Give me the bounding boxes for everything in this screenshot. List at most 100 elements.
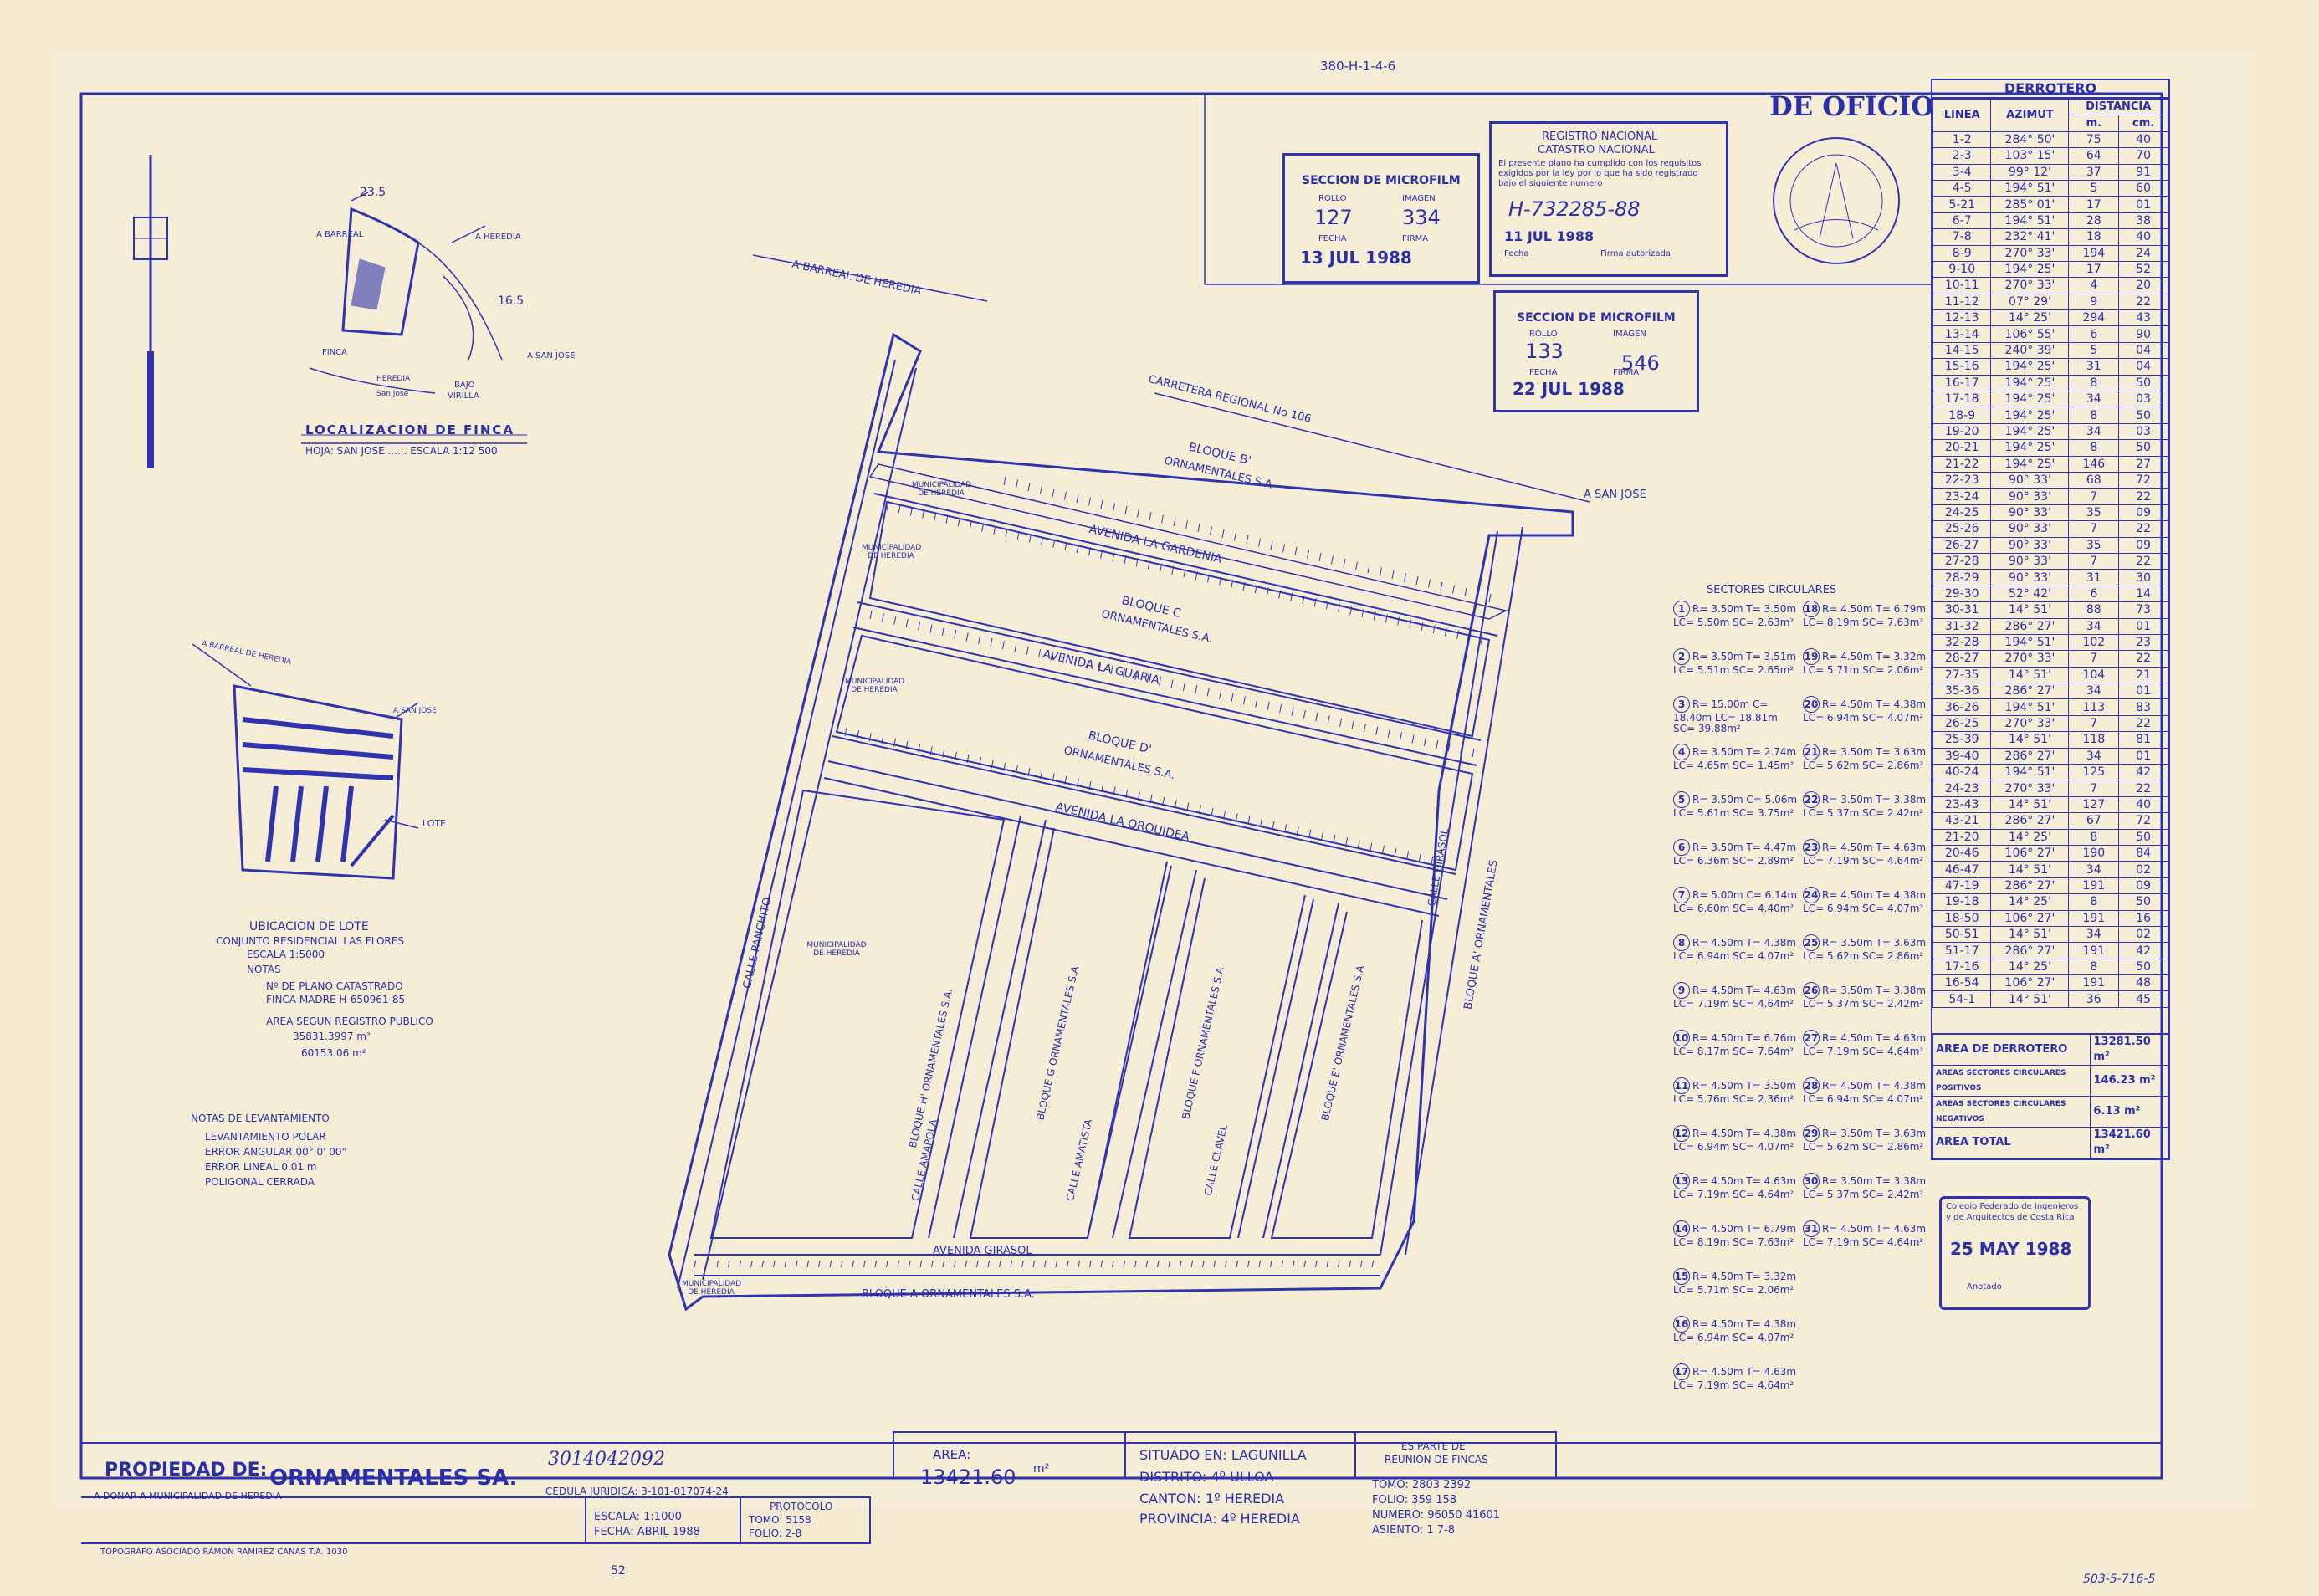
lot-tick (1351, 720, 1354, 730)
lot-tick (1206, 688, 1210, 697)
lot-tick (1373, 611, 1376, 621)
lot-tick (1124, 555, 1127, 565)
lot-tick (1014, 643, 1017, 652)
street-girasol: AVENIDA GIRASOL (933, 1245, 1032, 1257)
lot-tick (1206, 574, 1210, 583)
lot-tick (1472, 748, 1475, 758)
lot-tick (1338, 1260, 1340, 1268)
lot-tick (1343, 558, 1346, 568)
lot-tick (1112, 552, 1115, 561)
lot-tick (1282, 544, 1285, 553)
lot-tick (1375, 726, 1379, 735)
lot-tick (1003, 476, 1006, 486)
provincia: PROVINCIA: 4º HEREDIA (1139, 1511, 1300, 1527)
lot-tick (999, 1260, 1001, 1268)
lot-tick (929, 746, 933, 755)
cedula-handwritten: 3014042092 (548, 1449, 665, 1470)
notas-lev-1: LEVANTAMIENTO POLAR (205, 1131, 326, 1143)
lot-tick (1242, 581, 1246, 591)
lot-tick (1361, 608, 1364, 618)
lot-tick (1040, 485, 1042, 494)
lot-tick (1281, 1260, 1284, 1268)
lot-tick (1076, 494, 1079, 504)
lot-tick (1270, 540, 1273, 550)
area-unit: m² (1033, 1462, 1050, 1476)
propiedad-label: PROPIEDAD DE: (105, 1460, 268, 1481)
lot-tick (1293, 1260, 1295, 1268)
lot-tick (1436, 740, 1439, 749)
colegio-stamp: Colegio Federado de Ingenieros y de Arqu… (1939, 1196, 2091, 1310)
lot-tick (1137, 791, 1140, 801)
lot-tick (1411, 734, 1415, 744)
lot-tick (1315, 1260, 1318, 1268)
street-san-jose: A SAN JOSE (1584, 489, 1646, 501)
lot-tick (1064, 775, 1067, 785)
lot-tick (1159, 677, 1162, 686)
propiedad-name: ORNAMENTALES SA. (269, 1466, 518, 1491)
lot-tick (1488, 593, 1492, 603)
lot-tick (1186, 802, 1190, 811)
lot-tick (1062, 654, 1065, 663)
lot-tick (1064, 541, 1067, 551)
lot-tick (1146, 673, 1149, 683)
plano-label: Nº DE PLANO CATASTRADO (266, 980, 403, 992)
lot-tick (1088, 547, 1091, 556)
lot-tick (1431, 856, 1434, 865)
lot-tick (1421, 622, 1424, 632)
lote-map (192, 643, 419, 880)
lot-tick (1044, 1260, 1047, 1268)
lot-tick (1290, 592, 1293, 601)
canton: CANTON: 1º HEREDIA (1139, 1491, 1285, 1506)
lot-tick (1308, 829, 1312, 838)
lot-tick (1279, 704, 1282, 714)
lot-tick (1145, 1260, 1149, 1268)
lot-tick (1032, 1260, 1036, 1268)
lot-tick (1225, 1260, 1227, 1268)
lot-tick (1339, 718, 1343, 727)
lot-tick (1076, 545, 1079, 554)
lot-tick (1098, 662, 1102, 672)
lot-tick (991, 760, 994, 769)
tomo: TOMO: 2803 2392 (1372, 1479, 1472, 1491)
lot-tick (1320, 831, 1323, 841)
lot-tick (874, 1260, 878, 1268)
lot-tick (1135, 558, 1139, 567)
lot-tick (1406, 851, 1410, 860)
lot-tick (1291, 707, 1294, 716)
lot-tick (1385, 614, 1388, 623)
derrotero-table: DERROTERO LINEA AZIMUT DISTANCIA m. cm. … (1931, 79, 2170, 1160)
lot-tick (1235, 813, 1238, 822)
registro-stamp: REGISTRO NACIONAL CATASTRO NACIONAL El p… (1489, 121, 1728, 277)
lot-tick (1423, 737, 1426, 746)
lot-tick (1477, 591, 1479, 600)
lot-tick (1168, 1260, 1171, 1268)
lot-tick (841, 1260, 843, 1268)
lot-tick (1125, 789, 1129, 798)
lot-tick (1367, 564, 1370, 574)
lot-tick (1303, 709, 1306, 719)
north-scale-right: 16.5 (498, 294, 525, 308)
lot-tick (1327, 715, 1330, 724)
lot-tick (987, 1260, 991, 1268)
lot-tick (898, 504, 901, 514)
